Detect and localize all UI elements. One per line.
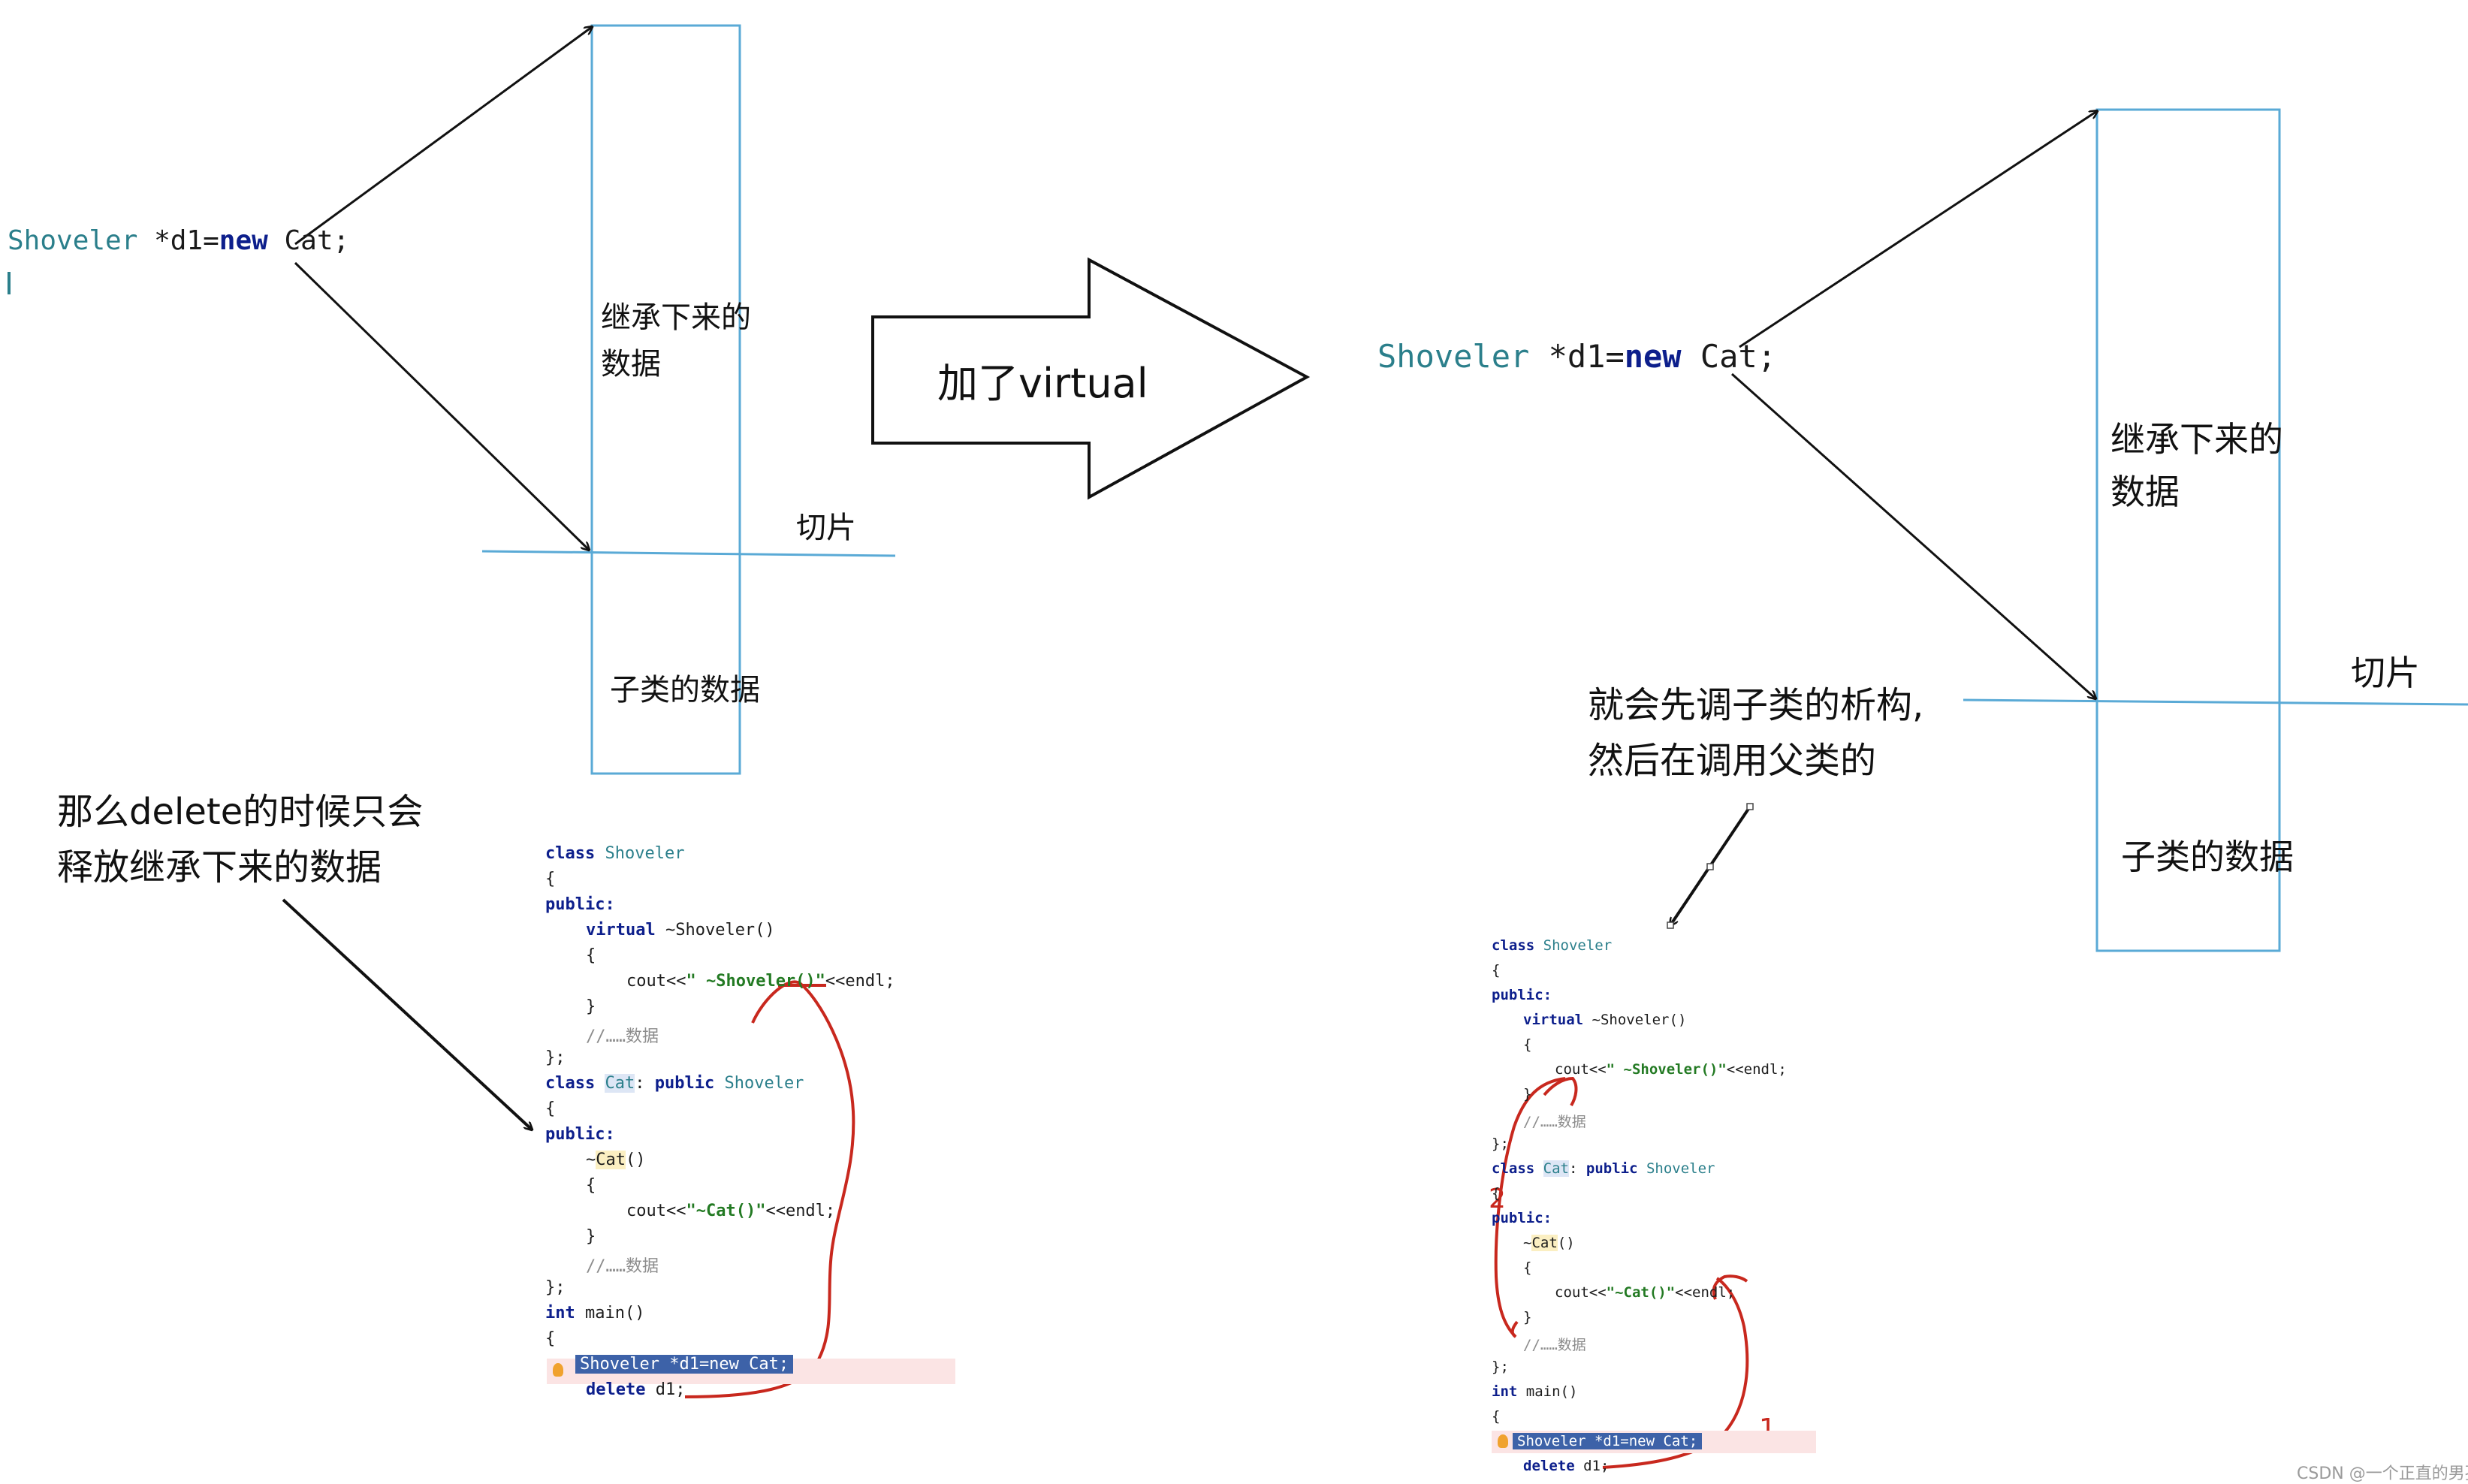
code-line: public: <box>545 895 615 914</box>
left-decl-kw: new <box>219 225 268 256</box>
right-slice-line <box>1963 698 2468 706</box>
big-right-arrow-shape <box>871 257 1311 500</box>
code-line: { <box>545 1329 556 1348</box>
right-red-curve-2 <box>1494 1077 1566 1338</box>
code-line: { <box>1492 962 1501 979</box>
code-line: ~Cat() <box>586 1151 646 1169</box>
code-line: delete d1; <box>586 1380 686 1399</box>
right-box-bottom-label: 子类的数据 <box>2121 837 2294 877</box>
code-line: //……数据 <box>1523 1337 1586 1353</box>
code-line: public: <box>545 1125 615 1144</box>
code-line: //……数据 <box>586 1027 659 1046</box>
code-line: Shoveler *d1=new Cat; <box>1513 1433 1703 1449</box>
right-decl-kw: new <box>1624 338 1682 375</box>
code-line: { <box>1523 1036 1532 1053</box>
code-line: cout<<"~Cat()"<<endl; <box>626 1202 836 1220</box>
left-note-line-2: 释放继承下来的数据 <box>57 846 382 888</box>
code-line: cout<<" ~Shoveler()"<<endl; <box>1555 1061 1787 1078</box>
left-arrow-down <box>294 261 589 550</box>
right-slice-label: 切片 <box>2351 653 2420 693</box>
right-red-arrowhead-2 <box>1543 1076 1578 1107</box>
code-line: }; <box>1492 1359 1509 1375</box>
code-line: } <box>586 1227 596 1246</box>
left-memory-box <box>590 24 741 775</box>
code-line: } <box>586 997 596 1016</box>
code-line: int main() <box>1492 1383 1578 1400</box>
code-line: virtual ~Shoveler() <box>1523 1012 1687 1028</box>
code-line: Shoveler *d1=new Cat; <box>575 1355 794 1374</box>
code-line: class Shoveler <box>545 844 685 863</box>
note-arrow-handle-3 <box>1667 921 1674 929</box>
code-line: public: <box>1492 987 1552 1003</box>
big-arrow-label: 加了virtual <box>937 360 1148 407</box>
left-arrow-up <box>294 27 592 246</box>
left-box-bottom-label: 子类的数据 <box>610 673 760 707</box>
code-line: { <box>586 946 596 965</box>
left-lightbulb-icon <box>553 1363 563 1377</box>
code-line: class Cat: public:public Shoveler <box>545 1074 804 1093</box>
code-line: virtual ~Shoveler() <box>586 921 775 940</box>
right-box-top-label-line-2: 数据 <box>2110 472 2180 512</box>
right-arrow-down <box>1731 373 2095 698</box>
right-red-curve-1 <box>1602 1277 1749 1469</box>
right-box-top-label: 继承下来的 数据 <box>2110 413 2283 518</box>
left-decl-mid: *d1= <box>137 225 219 256</box>
left-slice-line <box>481 550 896 557</box>
left-decl-rest: Cat; <box>267 225 350 256</box>
left-explanation-note: 那么delete的时候只会 释放继承下来的数据 <box>57 784 423 895</box>
code-line: class Cat: public Shoveler <box>1492 1160 1715 1177</box>
right-decl-mid: *d1= <box>1529 338 1625 375</box>
right-explanation-note: 就会先调子类的析构, 然后在调用父类的 <box>1588 677 1923 789</box>
code-line: { <box>545 870 556 888</box>
left-note-arrow <box>282 898 532 1130</box>
left-note-line-1: 那么delete的时候只会 <box>57 791 424 833</box>
code-line: //……数据 <box>586 1257 659 1276</box>
code-line: { <box>1492 1185 1501 1202</box>
code-line: { <box>586 1176 596 1195</box>
left-box-top-label-line-2: 数据 <box>601 347 661 382</box>
code-line: } <box>1523 1086 1532 1102</box>
left-box-top-label: 继承下来的 数据 <box>601 294 751 388</box>
code-line: } <box>1523 1309 1532 1326</box>
note-arrow-handle-2 <box>1706 863 1714 870</box>
right-lightbulb-icon <box>1498 1434 1508 1448</box>
right-decl-type: Shoveler <box>1377 338 1530 375</box>
right-decl-rest: Cat; <box>1681 338 1777 375</box>
code-line: }; <box>1492 1136 1509 1152</box>
right-memory-box <box>2095 108 2281 952</box>
watermark-text: CSDN @一个正直的男孩 <box>2297 1464 2468 1483</box>
left-slice-label: 切片 <box>796 511 856 545</box>
right-code-snippet: class Shoveler { public: virtual ~Shovel… <box>1492 937 1852 1478</box>
code-line: cout<<"~Cat()"<<endl; <box>1555 1284 1736 1301</box>
left-code-snippet: class Shoveler { public: virtual ~Shovel… <box>545 844 966 1415</box>
left-decl-caret <box>8 272 11 294</box>
left-declaration: Shoveler *d1=new Cat; <box>8 225 349 256</box>
code-line: }; <box>545 1278 566 1297</box>
code-line: //……数据 <box>1523 1114 1586 1130</box>
code-line: { <box>1523 1259 1532 1276</box>
right-note-line-2: 然后在调用父类的 <box>1588 740 1877 782</box>
code-line: class Shoveler <box>1492 937 1613 954</box>
code-line: public: <box>1492 1210 1552 1226</box>
code-line: delete d1; <box>1523 1458 1610 1474</box>
code-line: int main() <box>545 1304 645 1323</box>
note-arrow-handle-1 <box>1746 803 1754 810</box>
order-number-2: 2 <box>1489 1184 1506 1214</box>
code-line: { <box>1492 1408 1501 1425</box>
right-declaration: Shoveler *d1=new Cat; <box>1377 338 1776 375</box>
right-note-line-1: 就会先调子类的析构, <box>1588 684 1924 726</box>
left-decl-type: Shoveler <box>8 225 138 256</box>
right-red-arrowhead-1 <box>1712 1274 1748 1300</box>
code-line: }; <box>545 1048 566 1067</box>
right-arrow-up <box>1739 111 2097 348</box>
code-line: cout<<" ~Shoveler()"<<endl; <box>626 972 895 991</box>
left-box-top-label-line-1: 继承下来的 <box>601 300 751 335</box>
right-box-top-label-line-1: 继承下来的 <box>2110 419 2283 460</box>
code-line: ~Cat() <box>1523 1235 1575 1251</box>
code-line: { <box>545 1099 556 1118</box>
